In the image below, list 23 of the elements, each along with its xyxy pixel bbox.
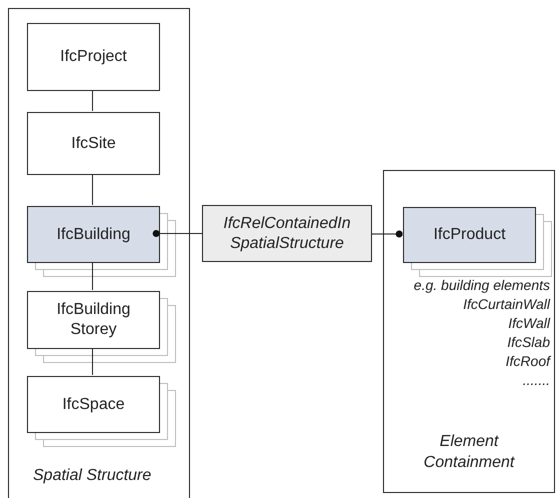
relationship-box: IfcRelContainedIn SpatialStructure [202, 205, 372, 262]
example-text: e.g. building elements [414, 277, 550, 293]
example-text: IfcCurtainWall [463, 296, 550, 312]
association-connector [152, 230, 202, 237]
example-text: IfcWall [508, 315, 550, 331]
example-text: IfcSlab [507, 334, 550, 350]
example-text: ....... [522, 372, 550, 388]
entity-box: IfcProduct [403, 207, 536, 263]
association-connector [372, 230, 403, 238]
group-panel [8, 8, 190, 498]
group-caption: Element Containment [422, 432, 516, 474]
group-caption: Spatial Structure [33, 466, 152, 486]
connector-line [92, 262, 93, 290]
entity-box: IfcBuilding [27, 206, 160, 263]
entity-box: IfcSite [27, 112, 160, 175]
example-text: IfcRoof [506, 353, 550, 369]
entity-box: IfcSpace [27, 376, 160, 433]
connector-line [92, 90, 93, 112]
connector-line [92, 174, 93, 206]
group-panel [383, 170, 555, 493]
connector-line [92, 348, 93, 376]
entity-box: IfcBuilding Storey [27, 291, 160, 349]
entity-box: IfcProject [27, 23, 160, 91]
